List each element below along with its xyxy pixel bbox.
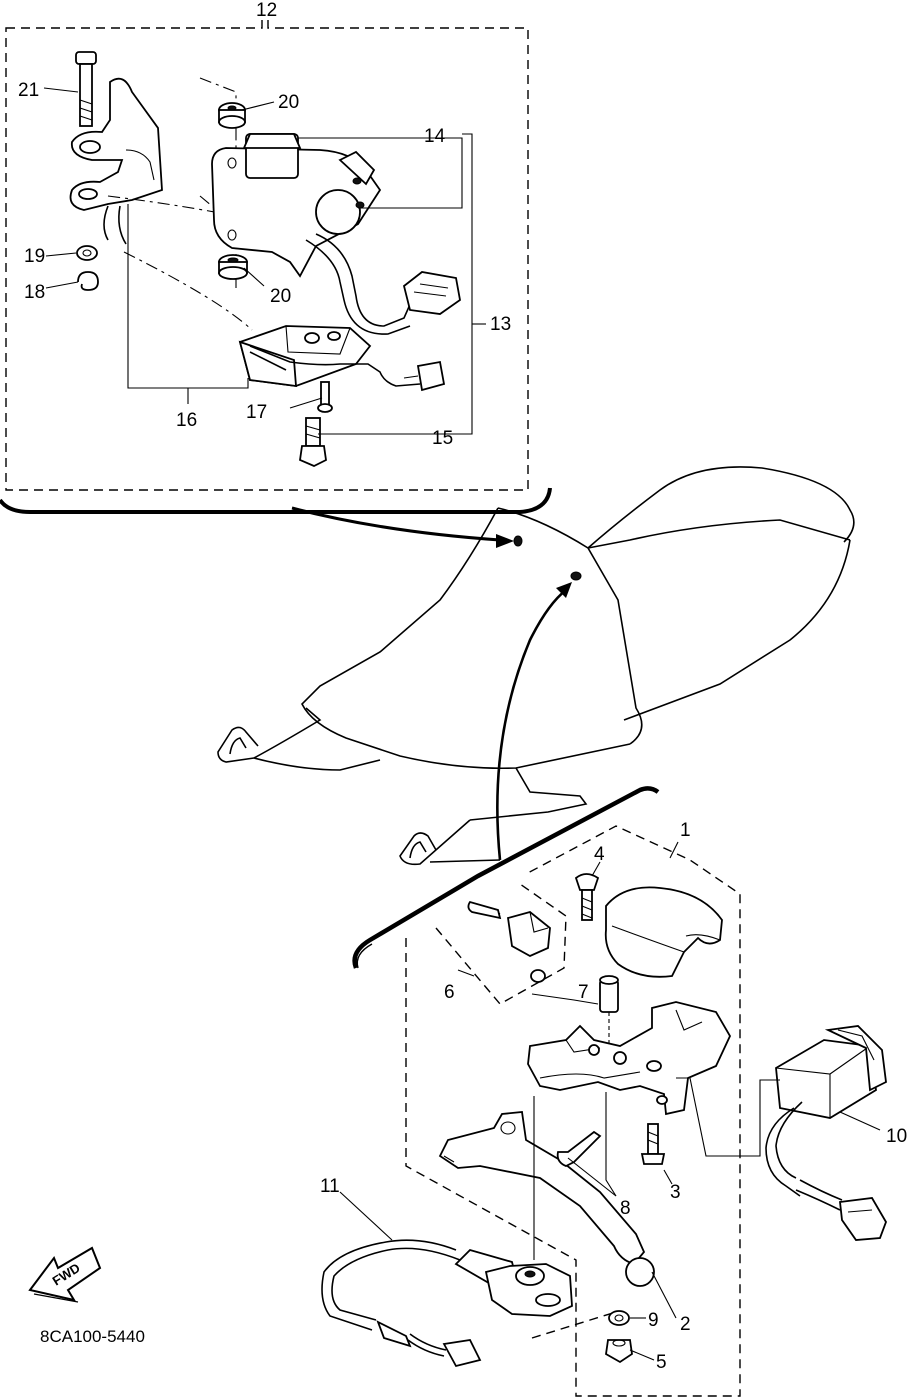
switch-6 (467, 900, 551, 983)
bolt-21 (75, 51, 97, 127)
switch-assembly-13 (211, 133, 461, 335)
washer-9 (608, 1310, 630, 1326)
grommet-20-top (218, 102, 246, 129)
lever-bracket (527, 1001, 732, 1116)
callout-11: 11 (320, 1176, 340, 1197)
sleeve-7 (599, 975, 619, 1052)
callout-8: 8 (620, 1198, 631, 1219)
callout-5: 5 (656, 1352, 667, 1373)
callout-10: 10 (886, 1126, 907, 1147)
snowmobile-body (217, 466, 855, 866)
callout-18: 18 (24, 282, 45, 303)
clamp-cover (604, 886, 723, 978)
callout-16: 16 (176, 410, 197, 431)
nut-5 (605, 1339, 633, 1364)
callout-2: 2 (680, 1314, 691, 1335)
callout-3: 3 (670, 1182, 681, 1203)
callout-15: 15 (432, 428, 453, 449)
callout-20-top: 20 (278, 92, 299, 113)
brake-lever-2 (438, 1111, 655, 1287)
callout-17: 17 (246, 402, 267, 423)
grommet-20-bottom (218, 254, 248, 280)
callout-12: 12 (256, 0, 277, 21)
spring-washer-18 (77, 271, 99, 291)
washer-19 (76, 245, 98, 261)
lever-assembly-box-1 (405, 825, 741, 1397)
callout-4: 4 (594, 844, 605, 865)
callout-20-bottom: 20 (270, 286, 291, 307)
detail-box-12 (0, 19, 552, 514)
bolt-3 (640, 1123, 666, 1165)
callout-7: 7 (578, 982, 589, 1003)
relay-10 (765, 1025, 887, 1241)
mount-bracket (69, 77, 163, 245)
drawing-code: 8CA100-5440 (40, 1327, 145, 1346)
brake-switch-11 (321, 1239, 573, 1368)
screw-8 (556, 1130, 602, 1167)
callout-13: 13 (490, 314, 511, 335)
screw-17 (317, 381, 333, 413)
callout-21: 21 (18, 80, 39, 101)
callout-1: 1 (680, 820, 691, 841)
callout-6: 6 (444, 982, 455, 1003)
callout-19: 19 (24, 246, 45, 267)
bolt-15 (299, 417, 327, 467)
callout-14: 14 (424, 126, 446, 147)
screw-4 (574, 873, 600, 921)
switch-16 (238, 325, 446, 392)
callout-9: 9 (648, 1310, 659, 1331)
fwd-arrow-icon: FWD (28, 1246, 102, 1303)
